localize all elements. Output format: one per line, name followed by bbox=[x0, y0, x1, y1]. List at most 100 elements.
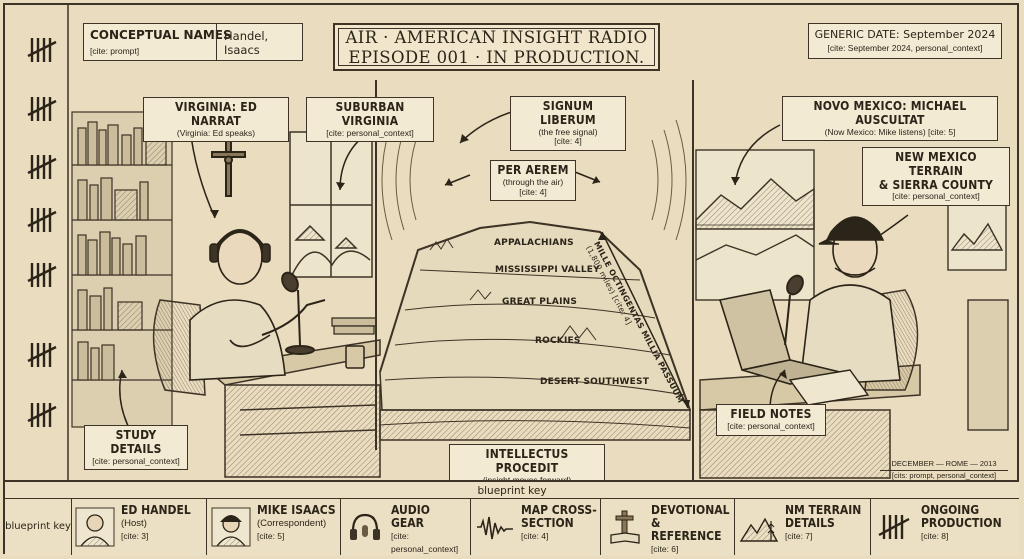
legend-mike-sub: (Correspondent) bbox=[257, 518, 327, 529]
legend-item-terrain: NM TERRAIN DETAILS [cite: 7] bbox=[735, 499, 871, 555]
legend-ed-sub: (Host) bbox=[121, 518, 147, 529]
legend-map-title: MAP CROSS- bbox=[521, 503, 597, 517]
callout-per-aerem: PER AEREM (through the air) [cite: 4] bbox=[490, 160, 576, 202]
date-label: GENERIC DATE: September 2024 bbox=[814, 28, 996, 41]
legend-map-title2: SECTION bbox=[521, 516, 574, 530]
headphones-icon bbox=[350, 513, 380, 540]
legend-item-ed: ED HANDEL (Host) [cite: 3] bbox=[71, 499, 207, 555]
names-label: CONCEPTUAL NAMES bbox=[90, 28, 232, 42]
legend-devotional-title2: & REFERENCE bbox=[651, 516, 722, 543]
legend-audio-title2: GEAR bbox=[391, 516, 424, 530]
legend-devotional-title: DEVOTIONAL bbox=[651, 503, 730, 517]
conceptual-names-box: CONCEPTUAL NAMES Handel, Isaacs [cite: p… bbox=[83, 23, 303, 61]
legend-item-production: ONGOING PRODUCTION [cite: 8] bbox=[871, 499, 1019, 555]
tally-marks-column bbox=[27, 38, 57, 427]
callout-study-title: STUDY DETAILS bbox=[110, 428, 162, 456]
callout-suburban-sub: [cite: personal_context] bbox=[326, 127, 414, 138]
callout-virginia: VIRGINIA: ED NARRAT (Virginia: Ed speaks… bbox=[143, 97, 289, 143]
callout-intellectus-title: INTELLECTUS PROCEDIT bbox=[485, 447, 569, 475]
callout-study-details: STUDY DETAILS [cite: personal_context] bbox=[84, 425, 188, 471]
legend-devotional-cite: [cite: 6] bbox=[651, 544, 679, 554]
legend-terrain-title2: DETAILS bbox=[785, 516, 835, 530]
map-label-plains: GREAT PLAINS bbox=[502, 297, 578, 307]
mike-portrait-icon bbox=[211, 507, 251, 547]
legend-key-label: blueprint key bbox=[5, 499, 72, 555]
episode-title-box: AIR · AMERICAN INSIGHT RADIO EPISODE 001… bbox=[333, 23, 660, 71]
terrain-cross-section bbox=[379, 220, 692, 441]
legend-audio-title: AUDIO bbox=[391, 503, 430, 517]
callout-signum: SIGNUM LIBERUM (the free signal) [cite: … bbox=[510, 96, 626, 152]
callout-terrain: NEW MEXICO TERRAIN & SIERRA COUNTY [cite… bbox=[862, 147, 1010, 207]
blueprint-legend: blueprint key blueprint key ED HANDEL (H… bbox=[5, 480, 1019, 556]
map-label-mississippi: MISSISSIPPI VALLEY bbox=[495, 265, 600, 275]
legend-production-title: ONGOING bbox=[921, 503, 980, 517]
callout-novo-mexico: NOVO MEXICO: MICHAEL AUSCULTAT (Now Mexi… bbox=[782, 96, 998, 142]
side-cabinet bbox=[967, 299, 1009, 431]
legend-mike-cite: [cite: 5] bbox=[257, 531, 285, 541]
callout-study-sub: [cite: personal_context] bbox=[92, 455, 180, 466]
ed-host-figure bbox=[189, 229, 326, 381]
callout-novo-title: NOVO MEXICO: MICHAEL AUSCULTAT bbox=[813, 99, 967, 127]
cross-book-icon bbox=[610, 510, 640, 544]
field-notebook bbox=[788, 369, 870, 406]
mountain-icon bbox=[739, 517, 779, 542]
legend-ed-cite: [cite: 3] bbox=[121, 531, 149, 541]
coffee-mug bbox=[345, 345, 365, 369]
legend-item-audio: AUDIO GEAR [cite: personal_context] bbox=[341, 499, 471, 555]
callout-field-title: FIELD NOTES bbox=[730, 407, 812, 421]
callout-per-aerem-title: PER AEREM bbox=[497, 163, 569, 177]
callout-suburban: SUBURBAN VIRGINIA [cite: personal_contex… bbox=[306, 97, 434, 143]
correspondent-microphone bbox=[784, 274, 804, 346]
legend-terrain-cite: [cite: 7] bbox=[785, 531, 813, 541]
waveform-icon bbox=[477, 516, 513, 540]
corner-line-2: [cits: prompt, personal_context] bbox=[891, 471, 997, 480]
map-label-desert: DESERT SOUTHWEST bbox=[540, 377, 650, 387]
callout-virginia-title: VIRGINIA: ED NARRAT bbox=[175, 100, 257, 128]
ed-portrait-icon bbox=[75, 507, 115, 547]
corner-line-1: DECEMBER — ROME — 2013 bbox=[891, 459, 997, 468]
title-line-1: AIR · AMERICAN INSIGHT RADIO bbox=[345, 28, 648, 47]
callout-novo-sub: (Now Mexico: Mike listens) [cite: 5] bbox=[824, 126, 956, 137]
legend-terrain-title: NM TERRAIN bbox=[785, 503, 862, 517]
laptop bbox=[718, 289, 841, 385]
host-desk bbox=[203, 339, 381, 478]
arrow-heads bbox=[118, 134, 881, 379]
callout-per-aerem-sub2: [cite: 4] bbox=[519, 186, 547, 197]
host-microphone bbox=[281, 271, 315, 355]
callout-field-notes: FIELD NOTES [cite: personal_context] bbox=[716, 404, 826, 436]
names-divider bbox=[216, 24, 217, 60]
legend-production-title2: PRODUCTION bbox=[921, 516, 1002, 530]
tally-icon bbox=[878, 515, 910, 539]
legend-item-map: MAP CROSS- SECTION [cite: 4] bbox=[471, 499, 601, 555]
legend-ed-title: ED HANDEL bbox=[121, 503, 191, 517]
corner-credit: DECEMBER — ROME — 2013 [cits: prompt, pe… bbox=[880, 459, 1008, 481]
callout-signum-title: SIGNUM LIBERUM bbox=[540, 99, 596, 127]
date-cite: [cite: September 2024, personal_context] bbox=[827, 43, 983, 53]
legend-mike-title: MIKE ISAACS bbox=[257, 503, 336, 517]
legend-production-cite: [cite: 8] bbox=[921, 531, 949, 541]
callout-terrain-title1: NEW MEXICO TERRAIN bbox=[895, 150, 977, 178]
map-label-appalachians: APPALACHIANS bbox=[494, 238, 574, 248]
callout-signum-sub1: (the free signal) bbox=[538, 126, 598, 137]
study-window bbox=[289, 131, 373, 278]
map-label-rockies: ROCKIES bbox=[535, 336, 581, 346]
legend-audio-cite: [cite: personal_context] bbox=[391, 531, 459, 554]
generic-date-box: GENERIC DATE: September 2024 [cite: Sept… bbox=[808, 23, 1002, 59]
callout-suburban-title: SUBURBAN VIRGINIA bbox=[335, 100, 405, 128]
nm-wall-art bbox=[947, 199, 1007, 271]
callout-field-sub: [cite: personal_context] bbox=[727, 420, 815, 431]
names-value: Handel, Isaacs bbox=[224, 29, 269, 57]
title-line-2: EPISODE 001 · IN PRODUCTION. bbox=[348, 48, 645, 67]
callout-virginia-sub: (Virginia: Ed speaks) bbox=[176, 127, 256, 138]
callout-terrain-title2: & SIERRA COUNTY bbox=[878, 177, 994, 192]
callout-signum-sub2: [cite: 4] bbox=[554, 136, 582, 147]
callout-per-aerem-sub1: (through the air) bbox=[502, 176, 564, 187]
nm-window-landscape bbox=[695, 149, 815, 301]
legend-map-cite: [cite: 4] bbox=[521, 531, 549, 541]
callout-intellectus-sub: (insight moves forward) bbox=[456, 475, 598, 486]
mike-correspondent-figure bbox=[799, 216, 901, 386]
legend-row: blueprint key ED HANDEL (Host) [cite: 3]… bbox=[5, 498, 1019, 555]
legend-item-mike: MIKE ISAACS (Correspondent) [cite: 5] bbox=[207, 499, 341, 555]
legend-title: blueprint key bbox=[477, 485, 547, 497]
